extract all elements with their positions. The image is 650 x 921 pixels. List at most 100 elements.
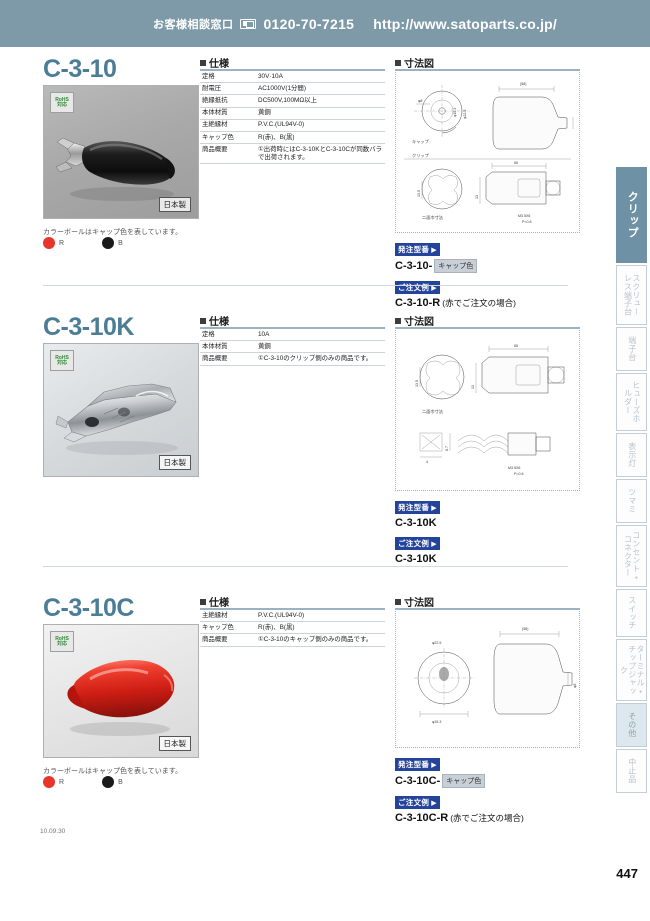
order-model-number: C-3-10C- キャップ色 (395, 774, 585, 788)
tab-others[interactable]: その他 (616, 703, 647, 747)
dim-label: (58) (522, 627, 528, 631)
clip-caption: クリップ (412, 153, 430, 159)
revision-date: 10.09.30 (40, 828, 66, 835)
triangle-icon: ▶ (431, 540, 437, 548)
tab-knob[interactable]: ツマミ (616, 479, 647, 523)
table-row: 本体材質黄銅 (200, 340, 385, 354)
dimension-drawing: φ8 φ15.3 φ22.5 キャップ (58) 13.5 二面巾寸法 クリップ (395, 69, 580, 233)
thread-label: M3.5X6 (518, 214, 530, 218)
swatch-red: R (43, 237, 64, 249)
dim-label: 13 (475, 195, 479, 199)
product-photo: RoHS 対応 (43, 343, 199, 477)
triangle-icon: ▶ (431, 284, 437, 292)
cap-color-placeholder: キャップ色 (434, 259, 478, 273)
order-model-number: C-3-10K (395, 517, 437, 529)
order-info: 発注型番▶ C-3-10K ご注文例▶ C-3-10K (395, 497, 585, 569)
order-model-tag: 発注型番▶ (395, 243, 440, 256)
square-bullet-icon (395, 317, 401, 324)
tab-terminal-tipjack[interactable]: ターミナル・チップジャック (616, 639, 647, 701)
order-example-tag: ご注文例▶ (395, 537, 440, 550)
tab-fuse-holder[interactable]: ヒューズホルダー (616, 373, 647, 431)
dim-label: φ15.3 (432, 720, 441, 724)
made-in-japan-badge: 日本製 (158, 197, 191, 212)
spec-heading: 仕様 (200, 313, 229, 328)
tab-clip[interactable]: クリップ (616, 167, 647, 263)
tab-screwless-terminal[interactable]: スクリューレス端子台 (616, 265, 647, 325)
hex-caption: 二面巾寸法 (422, 214, 444, 221)
swatch-label: B (118, 239, 123, 247)
order-example-note: (赤でご注文の場合) (442, 298, 516, 308)
triangle-icon: ▶ (431, 246, 437, 254)
dim-label: 13.5 (417, 190, 421, 197)
spec-heading: 仕様 (200, 55, 229, 70)
order-model-number: C-3-10- キャップ色 (395, 259, 585, 273)
rohs-icon: RoHS 対応 (50, 350, 74, 371)
order-example-tag: ご注文例▶ (395, 796, 440, 809)
spec-heading: 仕様 (200, 594, 229, 609)
product-title: C-3-10 (43, 55, 117, 83)
order-info: 発注型番▶ C-3-10C- キャップ色 ご注文例▶ C-3-10C-R (赤で… (395, 754, 585, 828)
tab-indicator-lamp[interactable]: 表示灯 (616, 433, 647, 477)
page-number: 447 (616, 866, 638, 881)
dim-label: φ22.5 (463, 110, 467, 119)
triangle-icon: ▶ (431, 799, 437, 807)
square-bullet-icon (395, 598, 401, 605)
triangle-icon: ▶ (431, 504, 437, 512)
dim-label: φ22.5 (432, 641, 441, 645)
tab-switch[interactable]: スイッチ (616, 589, 647, 637)
thread-label: M3.5X6 (508, 466, 520, 470)
square-bullet-icon (200, 598, 206, 605)
tab-discontinued[interactable]: 中止品 (616, 749, 647, 793)
square-bullet-icon (200, 317, 206, 324)
order-example-note: (赤でご注文の場合) (450, 813, 524, 823)
dim-label: φ8 (418, 99, 422, 103)
product-title: C-3-10K (43, 313, 134, 341)
page-header: お客様相談窓口 0120-70-7215 http://www.satopart… (0, 0, 650, 47)
product-photo: RoHS 対応 (43, 85, 199, 219)
dimension-drawing: 13.5 二面巾寸法 65 13 4 8.7 (395, 327, 580, 491)
rohs-icon: RoHS 対応 (50, 631, 74, 652)
company-url[interactable]: http://www.satoparts.co.jp/ (373, 15, 558, 32)
dim-label: 65 (514, 161, 518, 165)
cap-caption: キャップ (412, 139, 430, 145)
tab-terminal-block[interactable]: 端子台 (616, 327, 647, 371)
made-in-japan-badge: 日本製 (158, 736, 191, 751)
dim-label: 13.5 (415, 380, 419, 387)
dim-label: 13 (471, 385, 475, 389)
made-in-japan-badge: 日本製 (158, 455, 191, 470)
category-tab-rail: クリップ スクリューレス端子台 端子台 ヒューズホルダー 表示灯 ツマミ コンセ… (613, 47, 650, 921)
dimension-drawing: φ22.5 φ15.3 (58) φ8 (395, 608, 580, 748)
dim-label: 65 (514, 344, 518, 348)
order-model-tag: 発注型番▶ (395, 758, 440, 771)
contact-label: お客様相談窓口 (152, 18, 234, 31)
color-ball-note: カラーボールはキャップ色を表しています。 (43, 768, 183, 775)
product-photo-artwork (67, 659, 175, 736)
square-bullet-icon (395, 59, 401, 66)
order-model-tag: 発注型番▶ (395, 501, 440, 514)
swatch-red: R (43, 776, 64, 788)
black-dot-icon (102, 776, 115, 788)
hex-caption: 二面巾寸法 (422, 408, 444, 415)
drawing-heading: 寸法図 (395, 594, 434, 609)
swatch-black: B (102, 776, 123, 788)
contact-phone: 0120-70-7215 (263, 15, 355, 32)
swatch-black: B (102, 237, 123, 249)
color-swatches: R B (43, 237, 123, 249)
swatch-label: R (59, 239, 65, 247)
product-photo-artwork (55, 383, 178, 455)
square-bullet-icon (200, 59, 206, 66)
order-example-number: C-3-10K (395, 553, 437, 565)
swatch-label: R (59, 778, 65, 786)
tab-socket-connector[interactable]: コンセント・コネクター (616, 525, 647, 587)
